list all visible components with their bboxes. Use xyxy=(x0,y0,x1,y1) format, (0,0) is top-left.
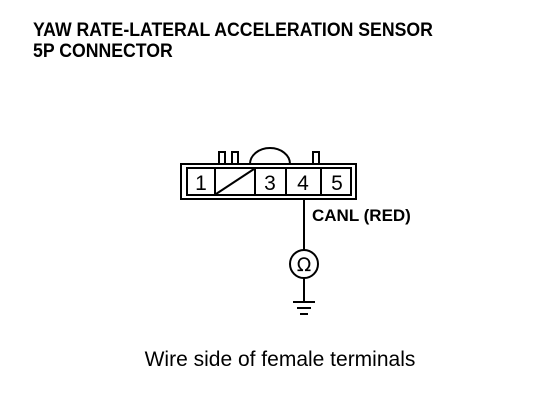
title-line-1: YAW RATE-LATERAL ACCELERATION SENSOR xyxy=(33,20,433,41)
connector-cells xyxy=(186,167,352,196)
ohm-symbol: Ω xyxy=(297,254,312,276)
diagram-caption: Wire side of female terminals xyxy=(144,348,416,371)
pin-label-3: 3 xyxy=(264,172,276,195)
locking-tab-left-b xyxy=(231,151,239,165)
locking-tab-right xyxy=(312,151,320,165)
connector-tabs xyxy=(218,147,320,165)
pin-cell-5 xyxy=(320,167,352,196)
pin-label-5: 5 xyxy=(331,172,343,195)
connector-hood-arc xyxy=(249,147,291,165)
pin-cell-3 xyxy=(254,167,287,196)
wire-label: CANL (RED) xyxy=(312,206,411,225)
title-line-2: 5P CONNECTOR xyxy=(33,41,173,62)
pin-label-4: 4 xyxy=(297,172,309,195)
pin-2-unused-slash xyxy=(215,168,255,195)
locking-tab-left-a xyxy=(218,151,226,165)
pin-label-1: 1 xyxy=(195,172,207,195)
ground-icon xyxy=(293,301,315,315)
diagram-title: YAW RATE-LATERAL ACCELERATION SENSOR 5P … xyxy=(33,20,463,62)
